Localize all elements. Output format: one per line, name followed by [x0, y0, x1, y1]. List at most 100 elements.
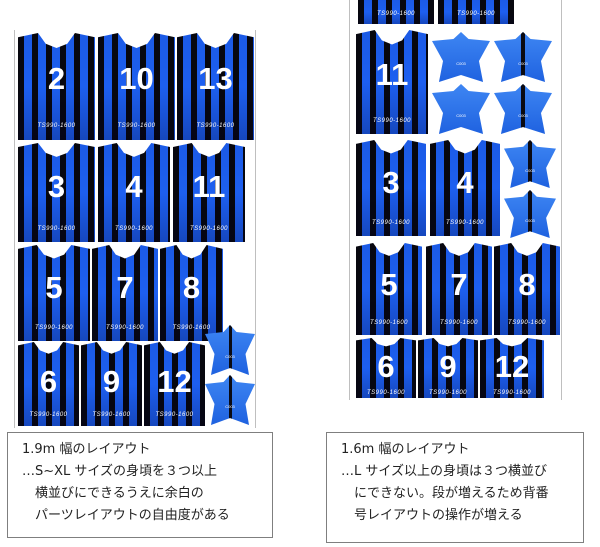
shirt-number: 12 — [494, 348, 530, 384]
sleeve-part: C003 — [205, 375, 255, 425]
shirt-front: 9 TS990-1600 — [418, 338, 478, 398]
shirt-logo: TS990-1600 — [507, 319, 547, 326]
layout-panel-1-6m: TS990-1600 TS990-1600 11 TS990-1600 C003… — [349, 0, 562, 400]
shirt-logo: TS990-1600 — [372, 117, 412, 124]
sleeve-part: C003 — [205, 325, 255, 375]
shirt-logo: TS990-1600 — [29, 411, 68, 418]
sleeve-mark: C003 — [525, 167, 535, 173]
caption-line: 号レイアウトの操作が増える — [354, 508, 523, 523]
shirt-front: 4 TS990-1600 — [98, 143, 170, 242]
caption-line: パーツレイアウトの自由度がある — [35, 508, 230, 523]
shirt-number: 8 — [518, 266, 536, 302]
shirt-front-cropped: TS990-1600 — [438, 0, 514, 24]
shirt-number: 4 — [456, 164, 474, 200]
shirt-number: 10 — [119, 60, 154, 96]
shirt-number: 12 — [157, 363, 192, 399]
shirt-number: 4 — [125, 168, 143, 204]
caption-line: …S~XL サイズの身頃を３つ以上 — [22, 464, 218, 479]
shirt-front: 6 TS990-1600 — [356, 338, 416, 398]
shirt-front: 5 TS990-1600 — [356, 243, 422, 335]
shirt-number: 6 — [39, 363, 58, 399]
shirt-logo: TS990-1600 — [189, 226, 229, 233]
sleeve-stripe — [521, 32, 525, 82]
shirt-number: 3 — [382, 164, 400, 200]
layout-panel-1-9m: 2 TS990-1600 10 TS990-1600 13 TS990-1600… — [14, 30, 256, 428]
shirt-number: 9 — [102, 363, 121, 399]
shirt-logo: TS990-1600 — [114, 226, 154, 233]
shirt-number: 5 — [45, 269, 63, 305]
shirt-logo: TS990-1600 — [439, 319, 479, 326]
shirt-logo: TS990-1600 — [37, 123, 76, 130]
shirt-front: 4 TS990-1600 — [430, 140, 500, 236]
shirt-front: 5 TS990-1600 — [18, 245, 90, 341]
sleeve-stripe — [528, 190, 532, 238]
shirt-front: 7 TS990-1600 — [426, 243, 492, 335]
sleeve-mark: C003 — [456, 113, 466, 118]
sleeve-mark: C003 — [518, 61, 528, 66]
shirt-logo: TS990-1600 — [34, 325, 74, 332]
shirt-front: 12 TS990-1600 — [144, 342, 205, 426]
shirt-logo: TS990-1600 — [92, 411, 131, 418]
sleeve-mark: C003 — [225, 354, 235, 359]
caption-1-6m: 1.6m 幅のレイアウト …L サイズ以上の身頃は３つ横並び にできない。段が増… — [326, 432, 584, 543]
shirt-number: 5 — [380, 266, 398, 302]
shirt-front: 11 TS990-1600 — [173, 143, 245, 242]
sleeve-stripe — [228, 375, 232, 425]
shirt-logo: TS990-1600 — [37, 226, 76, 233]
shirt-front: 12 TS990-1600 — [480, 338, 544, 398]
shirt-front: 10 TS990-1600 — [98, 33, 175, 140]
caption-line: 横並びにできるうえに余白の — [35, 486, 204, 501]
shirt-number: 11 — [375, 57, 409, 93]
sleeve-stripe — [228, 325, 232, 375]
sleeve-mark: C003 — [518, 113, 528, 118]
shirt-logo: TS990-1600 — [371, 220, 411, 227]
shirt-number: 13 — [198, 60, 233, 96]
shirt-logo: TS990-1600 — [196, 123, 235, 130]
caption-title: 1.6m 幅のレイアウト — [341, 442, 470, 457]
shirt-front: 8 TS990-1600 — [160, 245, 223, 341]
shirt-logo: TS990-1600 — [376, 10, 416, 17]
shirt-front: 8 TS990-1600 — [494, 243, 560, 335]
shirt-front: 6 TS990-1600 — [18, 342, 79, 426]
shirt-front: 7 TS990-1600 — [92, 245, 158, 341]
sleeve-mark: C003 — [225, 404, 235, 409]
shirt-number: 2 — [47, 60, 66, 96]
sleeve-mark: C003 — [525, 217, 535, 223]
sleeve-part: C003 — [504, 190, 556, 238]
shirt-number: 6 — [377, 348, 395, 384]
shirt-logo: TS990-1600 — [428, 389, 468, 396]
shirt-front: 3 TS990-1600 — [18, 143, 95, 242]
shirt-logo: TS990-1600 — [369, 319, 409, 326]
caption-1-9m: 1.9m 幅のレイアウト …S~XL サイズの身頃を３つ以上 横並びにできるうえ… — [7, 432, 273, 538]
shirt-front: 11 TS990-1600 — [356, 30, 428, 134]
shirt-number: 7 — [450, 266, 468, 302]
sleeve-stripe — [528, 140, 532, 188]
sleeve-part: C003 — [504, 140, 556, 188]
shirt-logo: TS990-1600 — [172, 325, 211, 332]
shirt-number: 3 — [47, 168, 66, 204]
shirt-logo: TS990-1600 — [366, 389, 406, 396]
shirt-logo: TS990-1600 — [105, 325, 145, 332]
shirt-number: 11 — [192, 168, 226, 204]
sleeve-part: C003 — [432, 84, 490, 134]
sleeve-part: C003 — [494, 32, 552, 82]
caption-title: 1.9m 幅のレイアウト — [22, 442, 151, 457]
shirt-front: 9 TS990-1600 — [81, 342, 142, 426]
caption-line: にできない。段が増えるため背番 — [354, 486, 549, 501]
shirt-number: 7 — [116, 269, 134, 305]
shirt-logo: TS990-1600 — [492, 389, 532, 396]
sleeve-part: C003 — [432, 32, 490, 82]
shirt-front-cropped: TS990-1600 — [358, 0, 434, 24]
sleeve-mark: C003 — [456, 61, 466, 66]
shirt-number: 8 — [182, 269, 201, 305]
shirt-front: 13 TS990-1600 — [177, 33, 254, 140]
sleeve-stripe — [521, 84, 525, 134]
shirt-logo: TS990-1600 — [456, 10, 496, 17]
shirt-front: 2 TS990-1600 — [18, 33, 95, 140]
shirt-number: 9 — [439, 348, 457, 384]
shirt-logo: TS990-1600 — [445, 220, 485, 227]
shirt-logo: TS990-1600 — [155, 411, 194, 418]
shirt-front: 3 TS990-1600 — [356, 140, 426, 236]
shirt-logo: TS990-1600 — [117, 123, 156, 130]
caption-line: …L サイズ以上の身頃は３つ横並び — [341, 464, 547, 479]
